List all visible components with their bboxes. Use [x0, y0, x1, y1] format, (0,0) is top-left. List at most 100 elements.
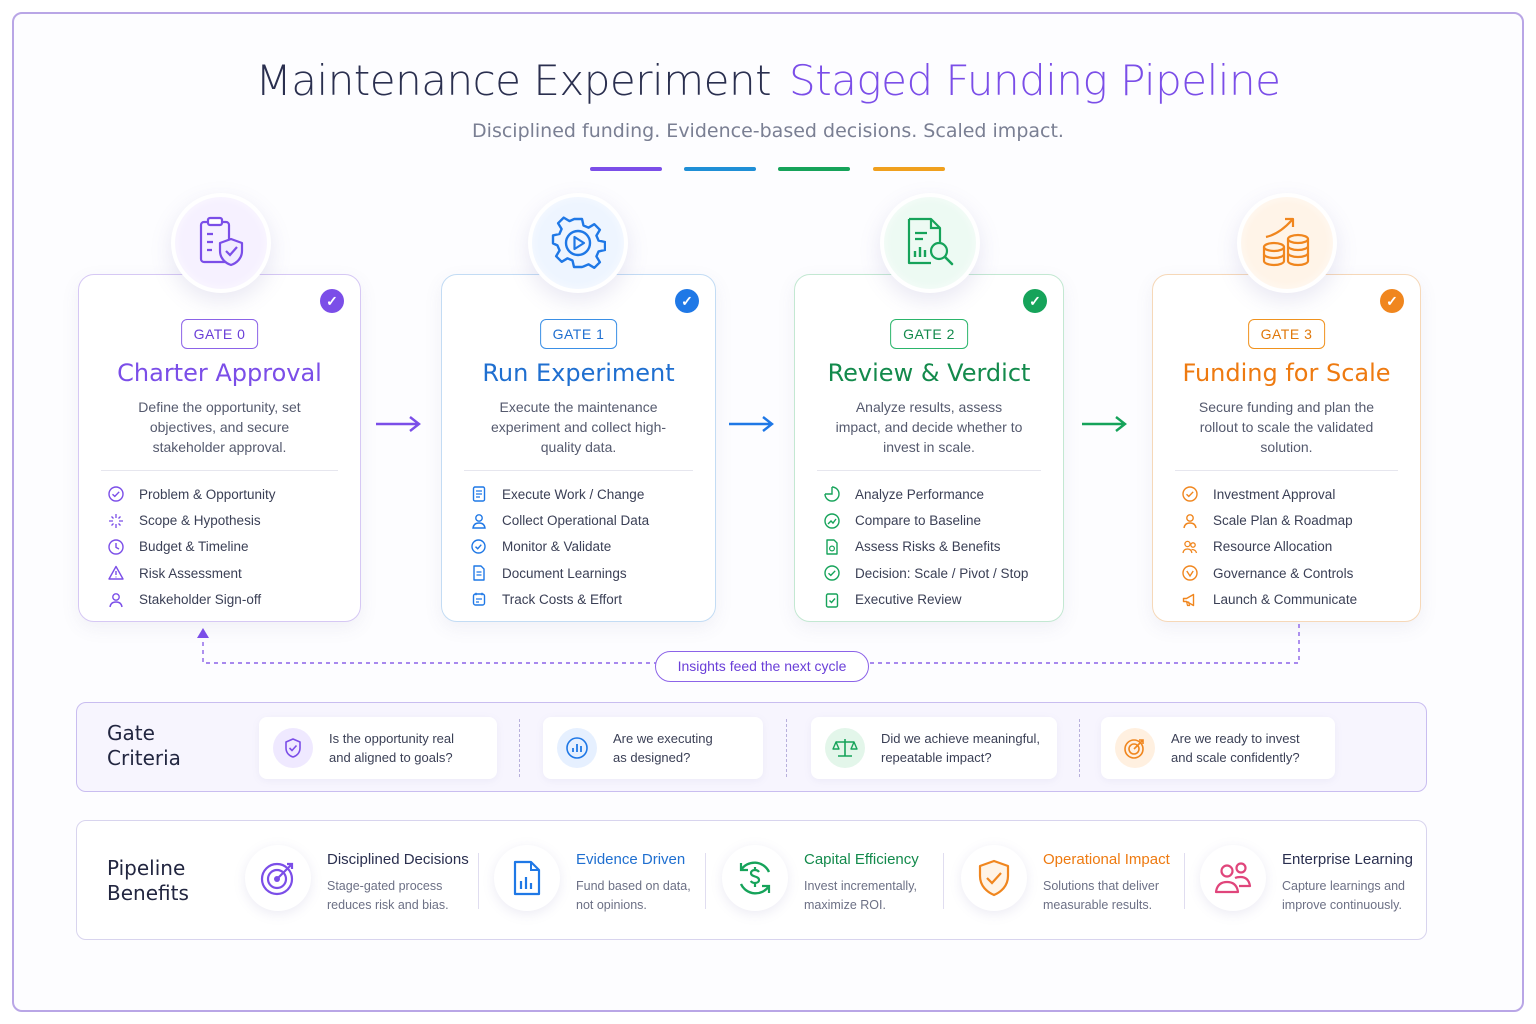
- user-icon: [470, 512, 488, 530]
- shield-check-icon: [961, 845, 1027, 911]
- report-search-icon: [907, 217, 954, 266]
- color-rule-blue: [684, 167, 756, 171]
- clock-icon: [107, 538, 125, 556]
- balance-scale-icon: [825, 728, 865, 768]
- check-circle-icon: [1181, 564, 1199, 582]
- dashed-separator: [519, 719, 520, 777]
- list-item: Analyze Performance: [823, 481, 1028, 507]
- pipeline-benefits-panel: Pipeline Benefits Disciplined Decisions …: [76, 820, 1427, 940]
- gate-card-funding-for-scale[interactable]: ✓ GATE 3 Funding for Scale Secure fundin…: [1152, 274, 1421, 622]
- clipboard-shield-icon: [199, 216, 244, 267]
- benefit-item: Capital Efficiency Invest incrementally,…: [722, 839, 919, 923]
- list-item: Stakeholder Sign-off: [107, 587, 276, 613]
- check-circle-icon: [823, 564, 841, 582]
- gate-description: Secure funding and plan the rollout to s…: [1198, 399, 1375, 455]
- separator: [943, 853, 944, 909]
- color-rule-purple: [590, 167, 662, 171]
- pie-chart-icon: [823, 485, 841, 503]
- target-icon: [1115, 728, 1155, 768]
- list-item: Scope & Hypothesis: [107, 507, 276, 533]
- list-item: Problem & Opportunity: [107, 481, 276, 507]
- gate-checklist: Analyze Performance Compare to Baseline …: [823, 481, 1028, 613]
- list-item: Investment Approval: [1181, 481, 1357, 507]
- coins-growth-icon: [1262, 217, 1310, 267]
- gate-title: Funding for Scale: [1182, 359, 1391, 387]
- dollar-cycle-icon: [722, 845, 788, 911]
- divider: [101, 470, 338, 471]
- check-search-icon: [470, 538, 488, 556]
- list-item: Governance & Controls: [1181, 560, 1357, 586]
- divider: [464, 470, 693, 471]
- document-lines-icon: [470, 485, 488, 503]
- list-item: Launch & Communicate: [1181, 587, 1357, 613]
- users-icon: [1200, 845, 1266, 911]
- bar-chart-icon: [557, 728, 597, 768]
- gate-title: Run Experiment: [482, 359, 675, 387]
- gear-play-icon: [551, 216, 606, 269]
- report-chart-icon: [494, 845, 560, 911]
- gate-3-badge: [1237, 193, 1337, 293]
- check-circle-icon: ✓: [675, 289, 699, 313]
- separator: [705, 853, 706, 909]
- gate-card-charter-approval[interactable]: ✓ GATE 0 Charter Approval Define the opp…: [78, 274, 361, 622]
- page-subtitle: Disciplined funding. Evidence-based deci…: [472, 120, 1064, 142]
- gate-description: Analyze results, assess impact, and deci…: [835, 399, 1023, 455]
- benefit-item: Enterprise Learning Capture learnings an…: [1200, 839, 1413, 923]
- check-circle-icon: ✓: [1380, 289, 1404, 313]
- color-rule-green: [778, 167, 850, 171]
- list-item: Track Costs & Effort: [470, 587, 649, 613]
- arrow-right-icon: [1082, 416, 1127, 432]
- benefit-item: Operational Impact Solutions that delive…: [961, 839, 1170, 923]
- shield-check-icon: [273, 728, 313, 768]
- list-item: Scale Plan & Roadmap: [1181, 507, 1357, 533]
- arrow-right-icon: [376, 416, 421, 432]
- check-circle-icon: ✓: [320, 289, 344, 313]
- gate-description: Execute the maintenance experiment and c…: [490, 399, 667, 455]
- list-item: Assess Risks & Benefits: [823, 534, 1028, 560]
- title-accent: Staged Funding Pipeline: [789, 56, 1281, 105]
- color-rule-orange: [873, 167, 945, 171]
- divider: [1175, 470, 1398, 471]
- separator: [1184, 853, 1185, 909]
- loop-label: Insights feed the next cycle: [655, 651, 869, 682]
- sparkle-icon: [107, 512, 125, 530]
- criteria-item: Did we achieve meaningful,repeatable imp…: [811, 717, 1057, 779]
- user-icon: [107, 591, 125, 609]
- check-circle-icon: [1181, 485, 1199, 503]
- check-circle-icon: [107, 485, 125, 503]
- gate-card-run-experiment[interactable]: ✓ GATE 1 Run Experiment Execute the main…: [441, 274, 716, 622]
- arrow-right-icon: [729, 416, 774, 432]
- gate-label: GATE 3: [1247, 319, 1326, 349]
- list-item: Risk Assessment: [107, 560, 276, 586]
- list-item: Resource Allocation: [1181, 534, 1357, 560]
- list-item: Executive Review: [823, 587, 1028, 613]
- gate-label: GATE 2: [890, 319, 968, 349]
- gate-0-badge: [171, 193, 271, 293]
- trend-circle-icon: [823, 512, 841, 530]
- target-dart-icon: [245, 845, 311, 911]
- tracker-icon: [470, 591, 488, 609]
- separator: [478, 853, 479, 909]
- benefits-heading: Pipeline Benefits: [107, 856, 189, 905]
- benefit-item: Evidence Driven Fund based on data,not o…: [494, 839, 691, 923]
- gate-title: Review & Verdict: [827, 359, 1031, 387]
- gate-checklist: Investment Approval Scale Plan & Roadmap…: [1181, 481, 1357, 613]
- list-item: Decision: Scale / Pivot / Stop: [823, 560, 1028, 586]
- list-item: Collect Operational Data: [470, 507, 649, 533]
- check-circle-icon: ✓: [1023, 289, 1047, 313]
- divider: [817, 470, 1041, 471]
- list-item: Budget & Timeline: [107, 534, 276, 560]
- dashed-separator: [1079, 719, 1080, 777]
- gate-description: Define the opportunity, set objectives, …: [138, 399, 301, 455]
- clipboard-check-icon: [823, 591, 841, 609]
- list-item: Document Learnings: [470, 560, 649, 586]
- gate-checklist: Execute Work / Change Collect Operationa…: [470, 481, 649, 613]
- gate-card-review-verdict[interactable]: ✓ GATE 2 Review & Verdict Analyze result…: [794, 274, 1064, 622]
- gate-title: Charter Approval: [117, 359, 322, 387]
- criteria-heading: Gate Criteria: [107, 721, 181, 770]
- list-item: Execute Work / Change: [470, 481, 649, 507]
